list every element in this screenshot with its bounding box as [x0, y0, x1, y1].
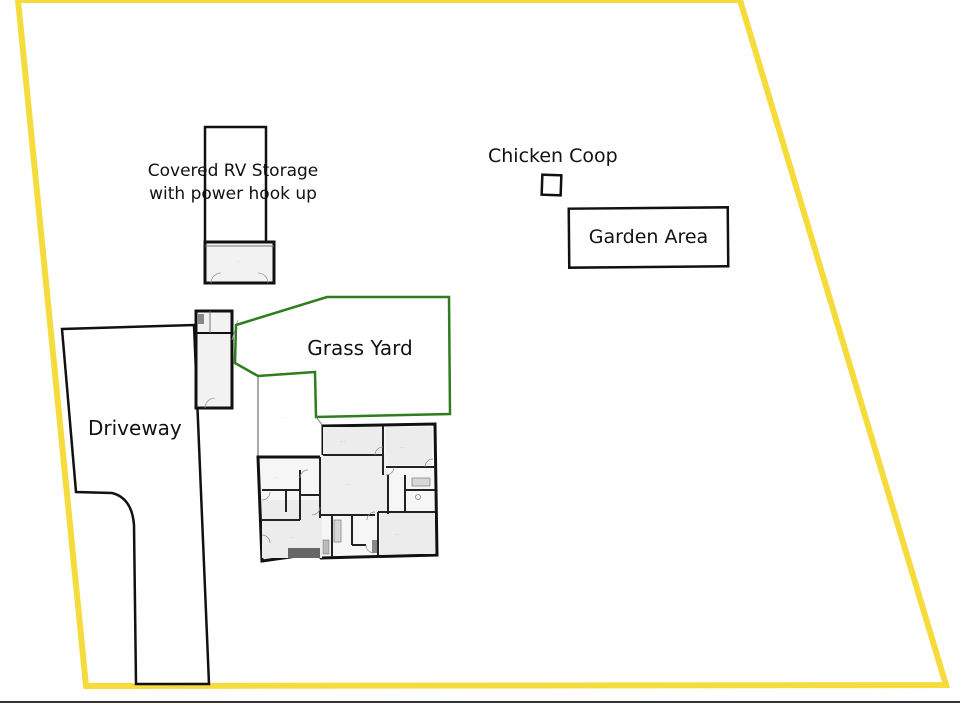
svg-text:··· ··: ··· ·· [340, 439, 346, 443]
svg-text:···· ·: ···· · [345, 482, 351, 486]
rv-storage: · · [203, 125, 276, 285]
garden-area-label: Garden Area [588, 226, 709, 248]
grass-yard-label: Grass Yard [307, 336, 413, 360]
rv-storage-label-line2: with power hook up [149, 184, 317, 204]
property-boundary [14, 0, 951, 690]
house-floorplan: ··· ·· ··· ·· ···· · ·· · ··· · ··· · ··… [256, 415, 439, 563]
svg-text:··· ·: ··· · [290, 535, 295, 539]
garden-area-outline [567, 206, 730, 269]
chicken-coop-label: Chicken Coop [488, 145, 618, 167]
svg-text:··· ·: ··· · [395, 532, 400, 536]
svg-text:··· ··: ··· ·· [400, 445, 406, 449]
driveway-outline [60, 323, 211, 686]
svg-text:· ·: · · [237, 259, 240, 263]
svg-text:·· ·: ·· · [275, 475, 279, 479]
svg-text:·· ·: ·· · [282, 415, 286, 419]
driveway-label: Driveway [88, 416, 182, 440]
rv-storage-label: Covered RV Storage with power hook up [140, 160, 326, 206]
garage-building [194, 309, 239, 410]
patio-outline [257, 376, 324, 458]
rv-storage-label-line1: Covered RV Storage [147, 161, 319, 181]
chicken-coop-outline [540, 173, 563, 197]
